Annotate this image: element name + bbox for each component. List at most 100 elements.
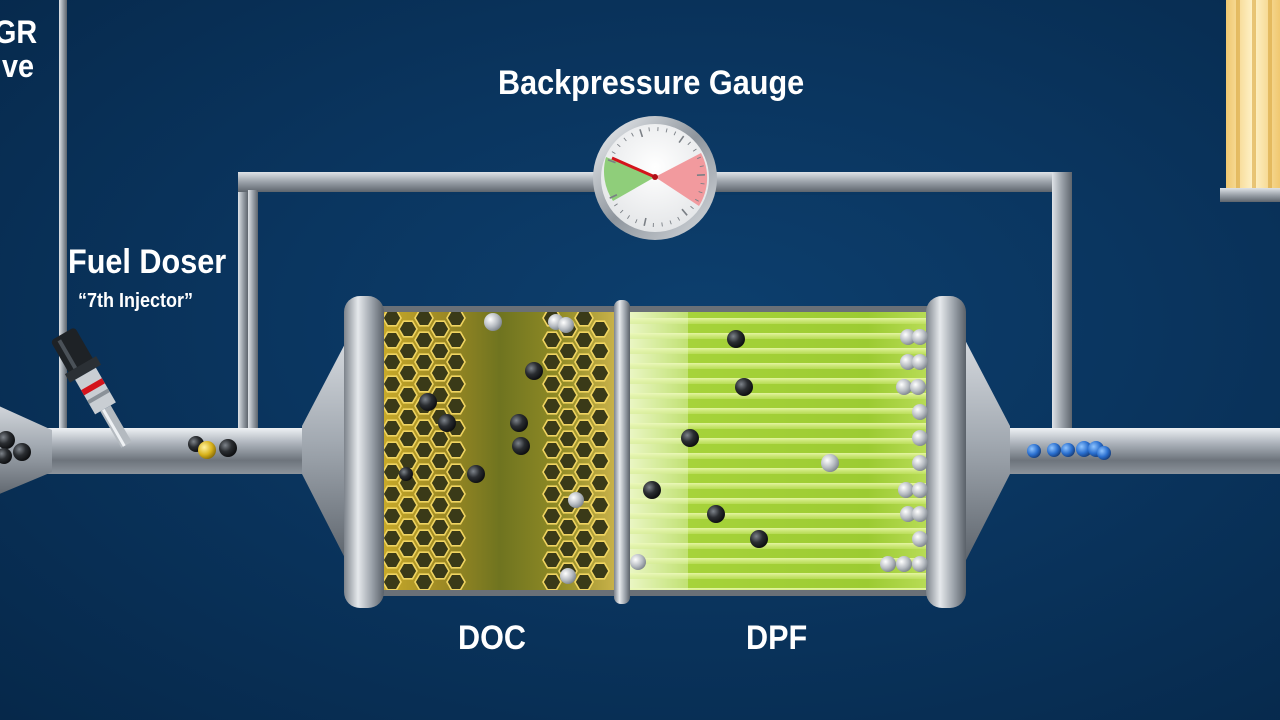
gauge-tick <box>639 129 644 138</box>
doc-honeycomb-cell <box>384 529 402 547</box>
doc-honeycomb-cell <box>398 386 418 404</box>
doc-honeycomb-cell <box>398 342 418 360</box>
exhaust-particles <box>0 313 1111 584</box>
center-clamp <box>614 300 630 604</box>
dpf-channel <box>628 378 928 384</box>
injector-sublabel: “7th Injector” <box>78 290 194 312</box>
doc-honeycomb-cell <box>446 551 466 569</box>
doc-honeycomb-cell <box>398 408 418 426</box>
dpf-channel <box>628 528 928 534</box>
gauge-tick <box>661 222 663 227</box>
doc-honeycomb-cell <box>414 551 434 569</box>
doc-honeycomb-cell <box>384 419 402 437</box>
doc-honeycomb-cell <box>414 441 434 459</box>
doc-honeycomb-cell <box>590 496 610 514</box>
gauge-tick <box>673 131 677 136</box>
soot-particle <box>727 330 745 348</box>
gauge-needle <box>611 156 656 179</box>
doc-honeycomb-cell <box>430 430 450 448</box>
doc-honeycomb-cell <box>558 386 578 404</box>
doc-honeycomb-cell <box>590 364 610 382</box>
doc-honeycomb-cell <box>542 353 562 371</box>
soot-particle <box>219 439 237 457</box>
dpf-channel <box>628 318 928 324</box>
dpf-channel <box>628 438 928 444</box>
gauge-tick <box>665 128 668 133</box>
soot-particle <box>467 465 485 483</box>
gauge-tick <box>631 132 634 137</box>
dpf-channel <box>628 453 928 459</box>
ash-particle <box>912 329 928 345</box>
doc-honeycomb-cell <box>398 518 418 536</box>
ash-particle <box>896 556 912 572</box>
ash-particle <box>912 556 928 572</box>
ash-particle <box>900 329 916 345</box>
doc-honeycomb-cell <box>558 430 578 448</box>
dpf-channel <box>628 573 928 579</box>
doc-honeycomb-cell <box>414 312 434 327</box>
doc-honeycomb-cell <box>446 573 466 590</box>
soot-particle <box>0 431 15 449</box>
doc-honeycomb-cell <box>384 551 402 569</box>
doc-honeycomb-cell <box>430 320 450 338</box>
doc-honeycomb-cell <box>414 507 434 525</box>
doc-honeycomb-cell <box>542 485 562 503</box>
dpf-channel <box>628 513 928 519</box>
doc-honeycomb-cell <box>558 364 578 382</box>
dpf-channel <box>628 408 928 414</box>
doc-honeycomb-cell <box>574 397 594 415</box>
doc-honeycomb-cell <box>446 375 466 393</box>
doc-honeycomb-cell <box>384 375 402 393</box>
clean-exhaust-particle <box>1047 443 1061 457</box>
doc-honeycomb-cell <box>398 364 418 382</box>
ash-particle <box>880 556 896 572</box>
dpf-channel <box>628 363 928 369</box>
doc-honeycomb-cell <box>574 551 594 569</box>
soot-particle <box>525 362 543 380</box>
doc-honeycomb-cell <box>590 408 610 426</box>
dpf-channel <box>628 348 928 354</box>
ash-particle <box>912 430 928 446</box>
doc-honeycomb-cell <box>590 430 610 448</box>
gauge-tick <box>678 135 685 144</box>
doc-honeycomb-cell <box>414 375 434 393</box>
outlet-flange <box>926 296 966 608</box>
doc-honeycomb-cell <box>558 452 578 470</box>
doc-honeycomb-cell <box>384 573 402 590</box>
gauge-tick <box>623 137 627 142</box>
doc-honeycomb-cell <box>430 474 450 492</box>
egr-pipe <box>59 0 67 432</box>
ash-particle <box>630 554 646 570</box>
doc-honeycomb-cell <box>430 342 450 360</box>
doc-honeycomb-cell <box>574 573 594 590</box>
ash-particle <box>900 354 916 370</box>
doc-honeycomb-cell <box>446 463 466 481</box>
doc-honeycomb-cell <box>446 312 466 327</box>
inlet-flange <box>344 296 384 608</box>
doc-honeycomb-cell <box>384 485 402 503</box>
doc-honeycomb-cell <box>398 496 418 514</box>
clean-exhaust-particle <box>1097 446 1111 460</box>
backpressure-gauge-label: Backpressure Gauge <box>498 64 805 102</box>
gauge-tick <box>635 219 638 224</box>
gauge-tick <box>619 209 624 214</box>
doc-honeycomb-cell <box>414 463 434 481</box>
doc-honeycomb-cell <box>384 331 402 349</box>
doc-honeycomb-cell <box>574 331 594 349</box>
doc-honeycomb-cell <box>446 353 466 371</box>
ash-particle <box>912 404 928 420</box>
filter-element <box>1220 0 1280 202</box>
gauge-tick <box>695 198 699 202</box>
doc-honeycomb-cell <box>542 463 562 481</box>
inlet-cone <box>302 338 348 564</box>
doc-honeycomb-cell <box>384 312 402 327</box>
gauge-tick <box>687 141 691 146</box>
gauge-red-zone <box>655 153 708 206</box>
doc-honeycomb-cell <box>542 397 562 415</box>
ash-particle <box>912 506 928 522</box>
doc-honeycomb-cell <box>384 507 402 525</box>
doc-label: DOC <box>458 619 527 657</box>
gauge-tick <box>627 215 630 219</box>
clean-exhaust-particle <box>1061 443 1075 457</box>
